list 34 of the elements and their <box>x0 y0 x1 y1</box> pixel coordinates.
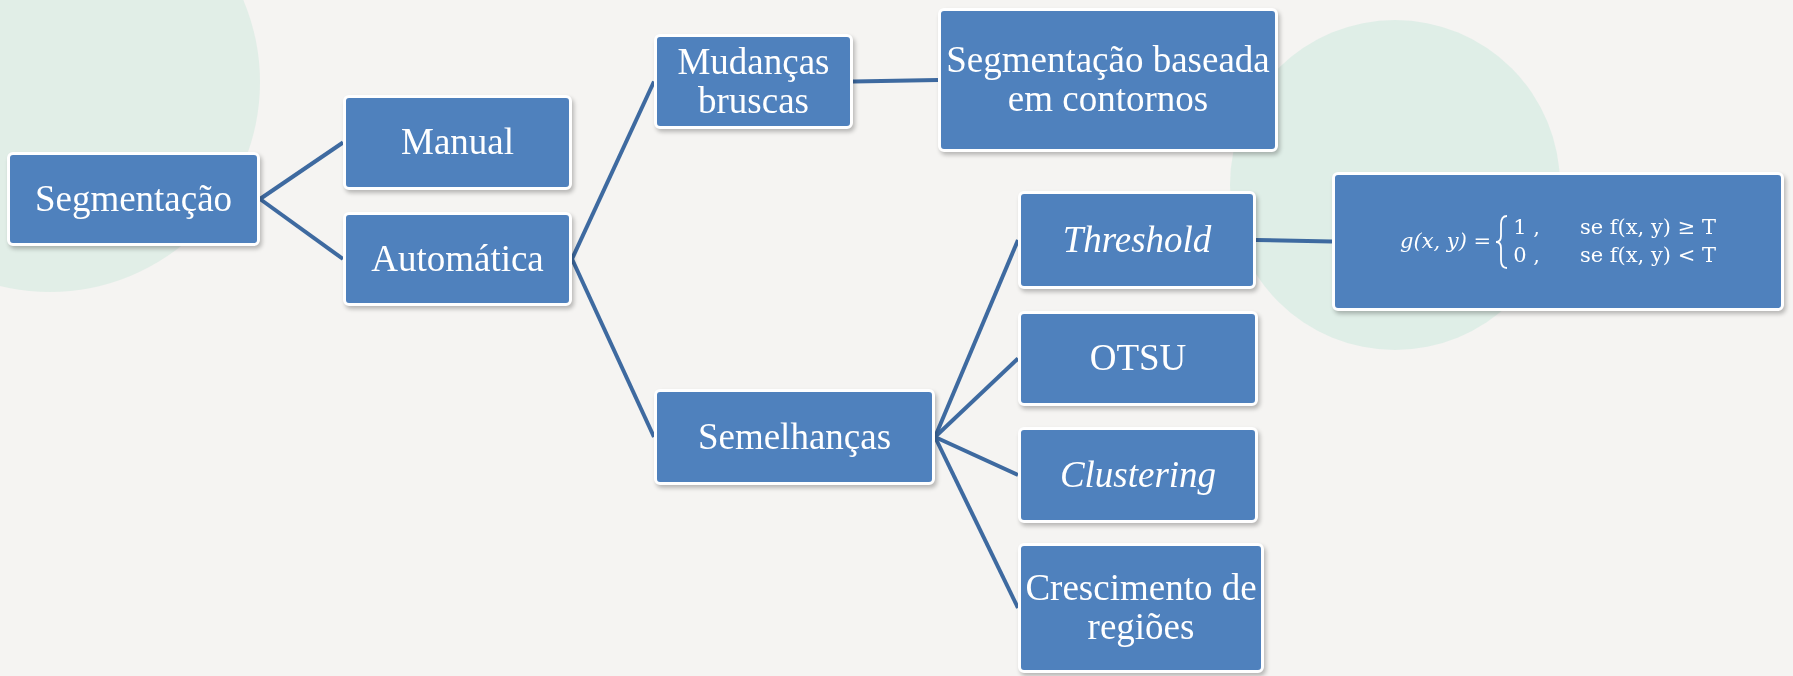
node-label: Automática <box>371 239 544 279</box>
node-label: Semelhanças <box>697 417 892 457</box>
node-label: OTSU <box>1089 339 1187 378</box>
process-box <box>1018 427 1258 523</box>
formula-text: 1 , <box>1513 214 1540 242</box>
node-label: Threshold <box>1062 220 1212 260</box>
process-box <box>1018 543 1264 673</box>
node-label: Segmentação <box>34 179 233 219</box>
formula-text: 0 , <box>1513 241 1540 269</box>
process-box <box>343 95 572 190</box>
node-label: Manual <box>401 123 514 162</box>
connector-line <box>258 197 345 261</box>
process-box <box>343 212 572 306</box>
connector-line <box>1255 238 1333 244</box>
connector-line <box>933 436 1020 609</box>
process-box <box>654 389 935 485</box>
formula-text: g(x, y) = <box>1400 227 1492 255</box>
connector-line <box>934 435 1019 477</box>
process-box <box>1018 191 1256 289</box>
node-label: Crescimento de regiões <box>1025 569 1257 647</box>
node-label: Mudanças bruscas <box>676 42 831 121</box>
process-box <box>1332 172 1784 311</box>
formula-text: se f(x, y) < T <box>1579 241 1716 269</box>
connector-line <box>570 258 656 438</box>
node-label: Segmentação baseada em contornos <box>945 41 1271 119</box>
connector-line <box>258 140 345 201</box>
connector-line <box>570 80 656 260</box>
node-label: Clustering <box>1059 455 1217 495</box>
process-box <box>938 8 1278 152</box>
process-box <box>7 152 260 246</box>
formula-text: se f(x, y) ≥ T <box>1579 214 1716 242</box>
connector-line <box>852 78 939 84</box>
process-box <box>1018 311 1258 406</box>
process-box <box>654 34 853 129</box>
